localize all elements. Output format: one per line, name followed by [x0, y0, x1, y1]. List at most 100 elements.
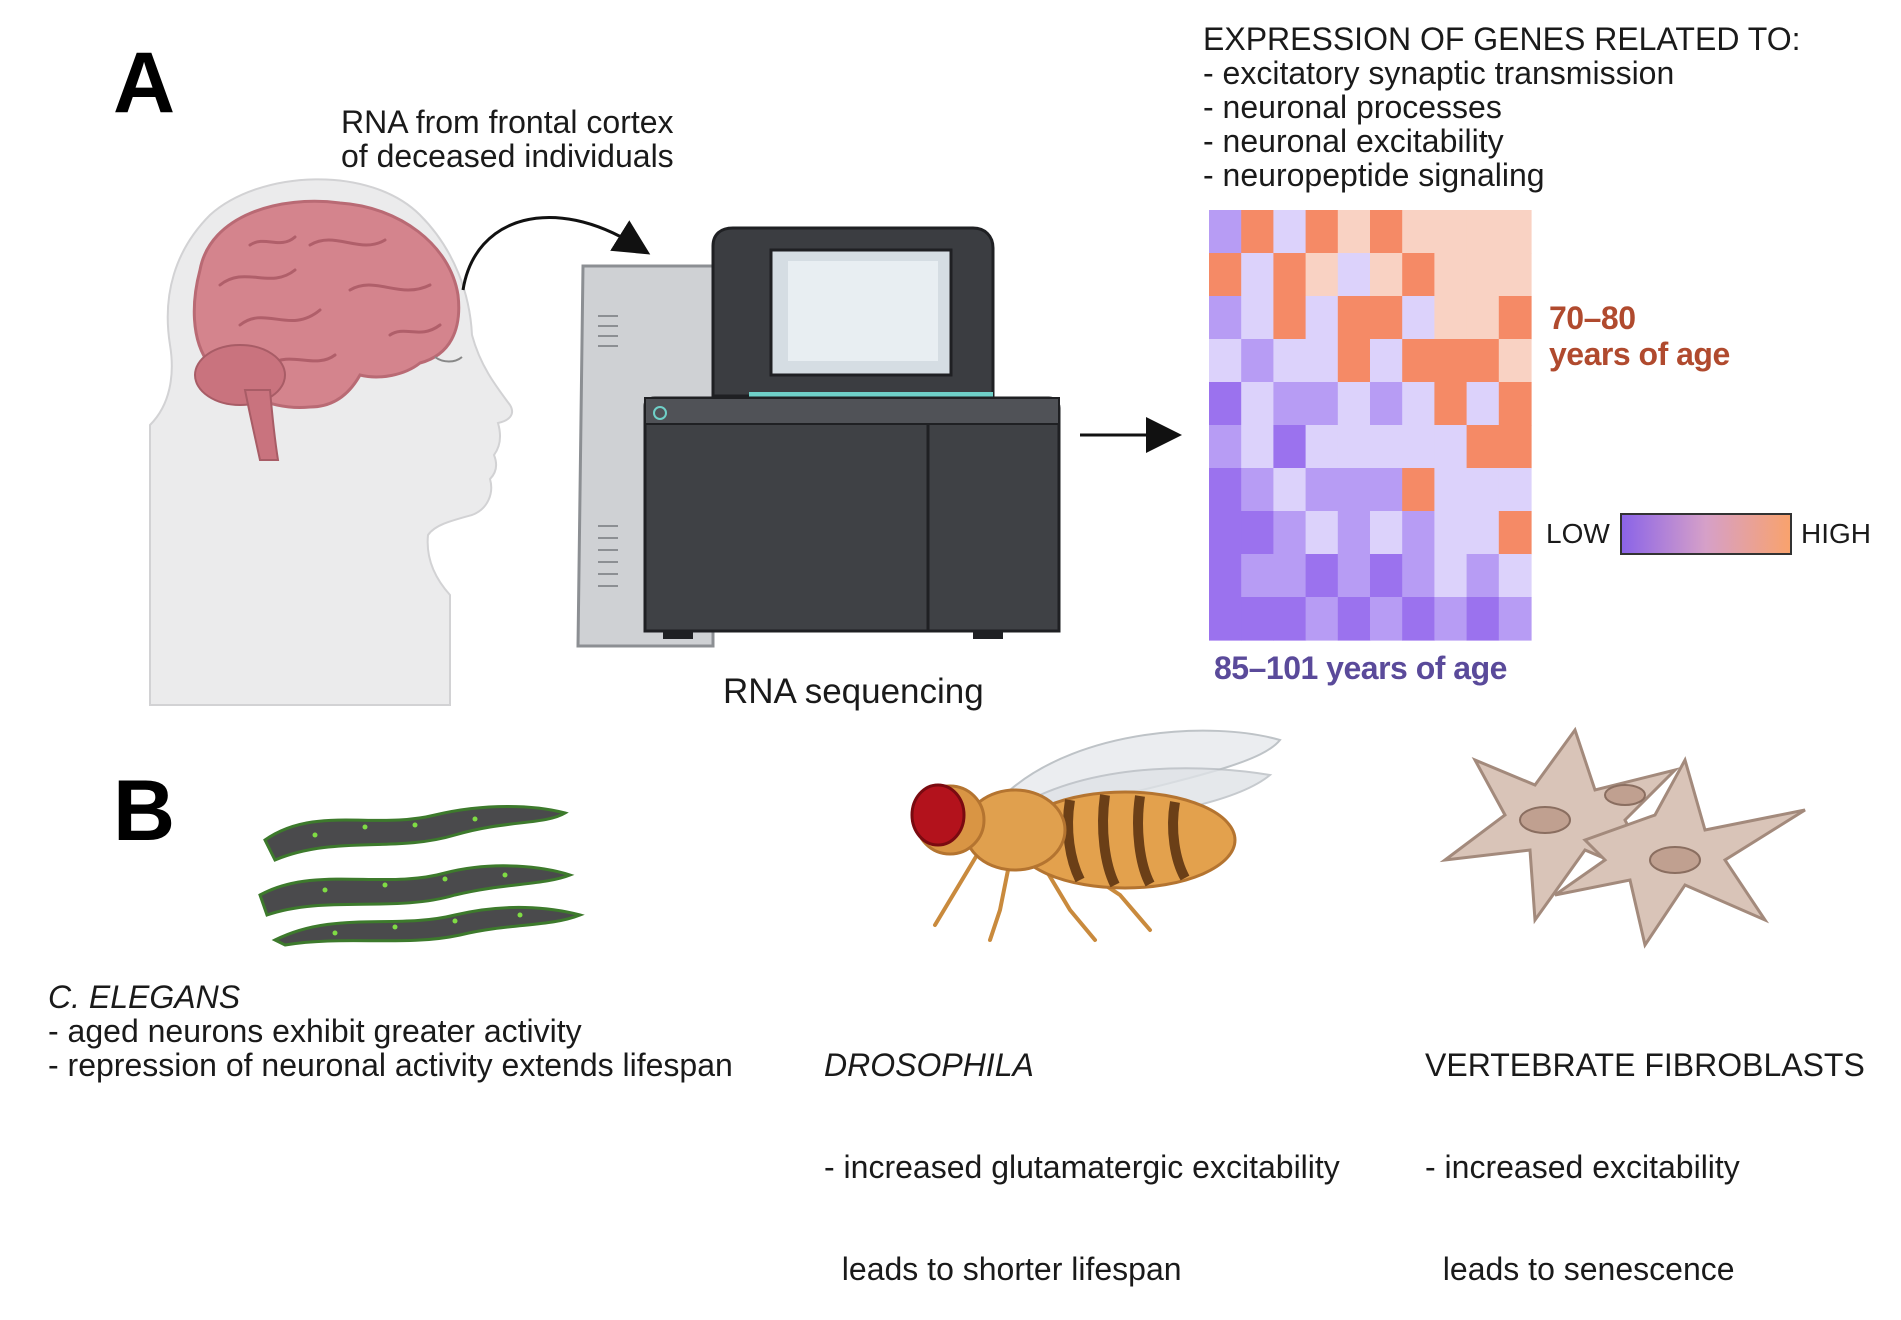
rna-source-text: RNA from frontal cortex of deceased indi… [341, 104, 674, 174]
heatmap-cell [1434, 425, 1468, 469]
legend-low-label: LOW [1546, 518, 1610, 549]
expression-item: - neuropeptide signaling [1203, 157, 1545, 193]
organism-name: VERTEBRATE FIBROBLASTS [1425, 1047, 1865, 1083]
heatmap-cell [1337, 210, 1371, 254]
heatmap-cell [1402, 425, 1435, 469]
heatmap-cell [1209, 210, 1242, 254]
heatmap-cell [1209, 382, 1242, 426]
heatmap-cell [1498, 382, 1532, 426]
heatmap-cell [1241, 382, 1274, 426]
heatmap-cell [1337, 554, 1371, 598]
heatmap-cell [1305, 253, 1339, 297]
heatmap-cell [1209, 597, 1242, 641]
heatmap-cell [1241, 296, 1274, 340]
heatmap-cell [1370, 554, 1403, 598]
heatmap-cell [1337, 382, 1371, 426]
heatmap-cell [1305, 597, 1339, 641]
heatmap-cell [1434, 382, 1468, 426]
finding-line: - increased glutamatergic excitability [824, 1149, 1340, 1185]
heatmap-cell [1402, 511, 1435, 555]
head-with-brain-illustration [149, 178, 514, 706]
heatmap-cell [1337, 339, 1371, 383]
heatmap-cell [1370, 597, 1403, 641]
age-group-70-80-label: 70–80 years of age [1549, 300, 1730, 372]
c-elegans-caption: C. ELEGANS - aged neurons exhibit greate… [48, 980, 733, 1082]
heatmap-cell [1498, 597, 1532, 641]
expression-item: - neuronal excitability [1203, 123, 1504, 159]
heatmap-cell [1241, 253, 1274, 297]
gene-expression-heatmap [1209, 210, 1532, 641]
heatmap-cell [1434, 296, 1468, 340]
vertebrate-fibroblasts-illustration [1439, 726, 1806, 949]
heatmap-cell [1273, 296, 1307, 340]
heatmap-cell [1305, 425, 1339, 469]
heatmap-cell [1273, 210, 1307, 254]
legend-color-gradient [1620, 513, 1792, 555]
organism-name: C. ELEGANS [48, 979, 241, 1015]
heatmap-cell [1209, 468, 1242, 512]
heatmap-cell [1466, 511, 1500, 555]
heatmap-cell [1402, 253, 1435, 297]
heatmap-cell [1466, 253, 1500, 297]
heatmap-cell [1466, 339, 1500, 383]
panel-a-label: A [113, 35, 176, 131]
expression-item: - neuronal processes [1203, 89, 1502, 125]
heatmap-cell [1337, 468, 1371, 512]
heatmap-cell [1209, 296, 1242, 340]
organism-name: DROSOPHILA [824, 1047, 1034, 1083]
heatmap-cell [1402, 468, 1435, 512]
heatmap-cell [1305, 511, 1339, 555]
drosophila-caption: DROSOPHILA - increased glutamatergic exc… [824, 980, 1340, 1320]
heatmap-cell [1434, 554, 1468, 598]
finding-line: - repression of neuronal activity extend… [48, 1047, 733, 1083]
heatmap-cell [1305, 339, 1339, 383]
heatmap-cell [1209, 339, 1242, 383]
heatmap-cell [1466, 554, 1500, 598]
heatmap-cell [1209, 554, 1242, 598]
curved-arrow-icon [461, 215, 651, 291]
heatmap-cell [1241, 597, 1274, 641]
heatmap-cell [1466, 382, 1500, 426]
heatmap-cell [1498, 468, 1532, 512]
heatmap-cell [1337, 511, 1371, 555]
heatmap-cell [1434, 597, 1468, 641]
heatmap-cell [1402, 554, 1435, 598]
heatmap-cell [1370, 382, 1403, 426]
heatmap-cell [1273, 554, 1307, 598]
finding-line: - aged neurons exhibit greater activity [48, 1013, 582, 1049]
heatmap-cell [1402, 296, 1435, 340]
heatmap-cell [1370, 339, 1403, 383]
heatmap-cell [1241, 425, 1274, 469]
heatmap-cell [1370, 253, 1403, 297]
fibroblasts-caption: VERTEBRATE FIBROBLASTS - increased excit… [1425, 980, 1865, 1320]
heatmap-cell [1498, 339, 1532, 383]
expression-title: EXPRESSION OF GENES RELATED TO: [1203, 21, 1801, 57]
heatmap-cell [1370, 511, 1403, 555]
heatmap-cell [1241, 468, 1274, 512]
finding-line: leads to shorter lifespan [824, 1251, 1182, 1287]
heatmap-cell [1241, 554, 1274, 598]
heatmap-cell [1402, 382, 1435, 426]
heatmap-cell [1402, 339, 1435, 383]
heatmap-cell [1434, 339, 1468, 383]
heatmap-cell [1466, 296, 1500, 340]
heatmap-cell [1337, 597, 1371, 641]
heatmap-cell [1241, 511, 1274, 555]
panel-b-label: B [113, 763, 176, 859]
heatmap-cell [1466, 468, 1500, 512]
age-group-85-101-label: 85–101 years of age [1214, 650, 1507, 686]
heatmap-cell [1434, 468, 1468, 512]
heatmap-cell [1370, 210, 1403, 254]
heatmap-cell [1498, 253, 1532, 297]
heatmap-cell [1498, 210, 1532, 254]
heatmap-cell [1305, 554, 1339, 598]
drosophila-fly-illustration [910, 729, 1282, 942]
heatmap-cell [1273, 382, 1307, 426]
rna-sequencing-label: RNA sequencing [723, 672, 984, 711]
heatmap-cell [1466, 597, 1500, 641]
heatmap-cell [1498, 554, 1532, 598]
finding-line: - increased excitability [1425, 1149, 1740, 1185]
rna-sequencer-illustration [576, 226, 1061, 648]
right-arrow-icon [1080, 417, 1182, 453]
heatmap-cell [1209, 425, 1242, 469]
